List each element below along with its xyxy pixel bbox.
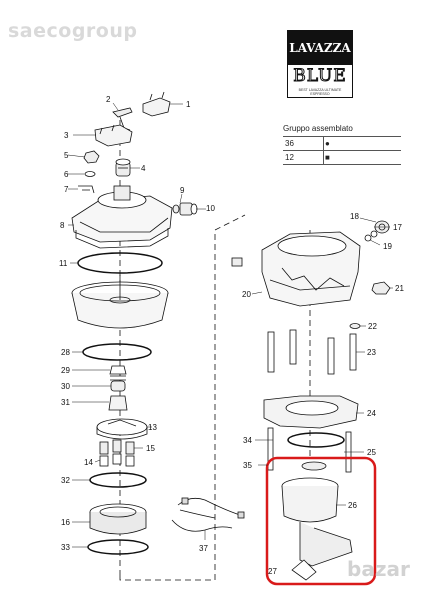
callout-19: 19 [383, 242, 392, 251]
callout-32: 32 [61, 476, 70, 485]
callout-10: 10 [206, 204, 215, 213]
part-28-ring [82, 343, 152, 361]
part-25-ring [287, 432, 345, 448]
callout-23: 23 [367, 348, 376, 357]
callout-30: 30 [61, 382, 70, 391]
part-30-cylinder [110, 380, 126, 392]
highlight-box [265, 456, 377, 586]
lavazza-blue-logo: LAVAZZA BLUE BEST LAVAZZA ULTIMATE ESPRE… [287, 30, 353, 98]
part-8-upper-housing [71, 185, 173, 249]
legend-title: Gruppo assemblato [283, 124, 353, 133]
part-33-ring [87, 539, 149, 555]
part-14-15-springs [99, 439, 135, 467]
callout-15: 15 [146, 444, 155, 453]
legend-row-number: 12 [285, 153, 294, 162]
part-23-screws [267, 329, 357, 375]
callout-1: 1 [186, 100, 191, 109]
part-22-washer [349, 323, 361, 329]
legend-row-number: 36 [285, 139, 294, 148]
callout-14: 14 [84, 458, 93, 467]
callout-27: 27 [268, 567, 277, 576]
callout-7: 7 [64, 185, 69, 194]
callout-3: 3 [64, 131, 69, 140]
bazar-watermark: bazar [347, 557, 410, 581]
callout-26: 26 [348, 501, 357, 510]
part-3-bracket [94, 124, 133, 147]
part-26-27-portafilter [281, 461, 353, 581]
callout-8: 8 [60, 221, 65, 230]
part-6-ring [84, 171, 96, 177]
callout-6: 6 [64, 170, 69, 179]
assembly-legend: Gruppo assemblato 36 ● 12 ■ [283, 124, 401, 165]
callout-25: 25 [367, 448, 376, 457]
callout-20: 20 [242, 290, 251, 299]
logo-brand: LAVAZZA [288, 31, 352, 65]
part-19-oring [364, 230, 378, 242]
part-37-wiring [171, 497, 245, 532]
part-32-ring [89, 472, 147, 488]
callout-18: 18 [350, 212, 359, 221]
callout-17: 17 [393, 223, 402, 232]
part-20-group-body [231, 231, 361, 307]
legend-row: 12 ■ [283, 150, 401, 165]
part-9-fitting [172, 202, 198, 216]
callout-37: 37 [199, 544, 208, 553]
part-13-plate [96, 418, 148, 440]
callout-35: 35 [243, 461, 252, 470]
logo-tagline: BEST LAVAZZA ULTIMATE ESPRESSO [298, 88, 342, 96]
legend-row-symbol: ● [325, 139, 330, 148]
callout-31: 31 [61, 398, 70, 407]
callout-34: 34 [243, 436, 252, 445]
callout-22: 22 [368, 322, 377, 331]
part-4-nozzle [115, 158, 131, 177]
part-1-clip [142, 91, 171, 117]
callout-5: 5 [64, 151, 69, 160]
callout-24: 24 [367, 409, 376, 418]
saecogroup-watermark: saecogroup [8, 20, 138, 42]
callout-13: 13 [148, 423, 157, 432]
part-24-flange [263, 395, 359, 429]
callout-21: 21 [395, 284, 404, 293]
logo-product: BLUE [293, 66, 347, 87]
callout-33: 33 [61, 543, 70, 552]
part-5-nut [83, 150, 100, 164]
part-bowl [71, 275, 169, 329]
callout-28: 28 [61, 348, 70, 357]
callout-4: 4 [141, 164, 146, 173]
part-21-nut [371, 281, 391, 295]
legend-row: 36 ● [283, 136, 401, 150]
callout-9: 9 [180, 186, 185, 195]
legend-row-symbol: ■ [325, 153, 330, 162]
callout-29: 29 [61, 366, 70, 375]
part-16-filter-holder [89, 503, 147, 535]
callout-16: 16 [61, 518, 70, 527]
assembly-axis-link [119, 214, 246, 581]
part-31-block [108, 395, 128, 411]
callout-11: 11 [59, 259, 68, 268]
part-29-spring [109, 365, 127, 381]
part-7-pin [78, 185, 95, 194]
callout-2: 2 [106, 95, 111, 104]
